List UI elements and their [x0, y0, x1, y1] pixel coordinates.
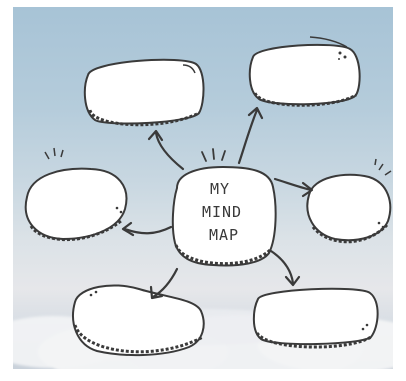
- center-title-line-3: MAP: [209, 226, 239, 244]
- sparkle-icon: [115, 206, 123, 214]
- center-node: MY MIND MAP: [171, 165, 277, 267]
- mind-map-canvas: MY MIND MAP: [13, 7, 393, 369]
- sparkle-icon: [377, 221, 385, 229]
- sparkle-icon: [338, 51, 347, 60]
- sparkle-icon: [361, 323, 369, 331]
- bubble-bottom-right: [252, 287, 379, 349]
- bubble-top-left: [83, 58, 205, 127]
- sparkle-icon: [374, 158, 392, 176]
- bubble-top-right: [248, 36, 361, 107]
- center-title-line-2: MIND: [202, 203, 242, 221]
- bubble-left: [24, 147, 128, 242]
- bubble-bottom-left: [72, 284, 205, 357]
- sparkle-icon: [44, 147, 64, 160]
- arrow-icon: [121, 106, 314, 300]
- sparkle-icon: [201, 148, 226, 162]
- center-title-line-1: MY: [210, 180, 230, 198]
- bubble-right: [306, 158, 392, 244]
- sparkle-icon: [89, 290, 98, 297]
- mind-map-svg: MY MIND MAP: [13, 36, 393, 369]
